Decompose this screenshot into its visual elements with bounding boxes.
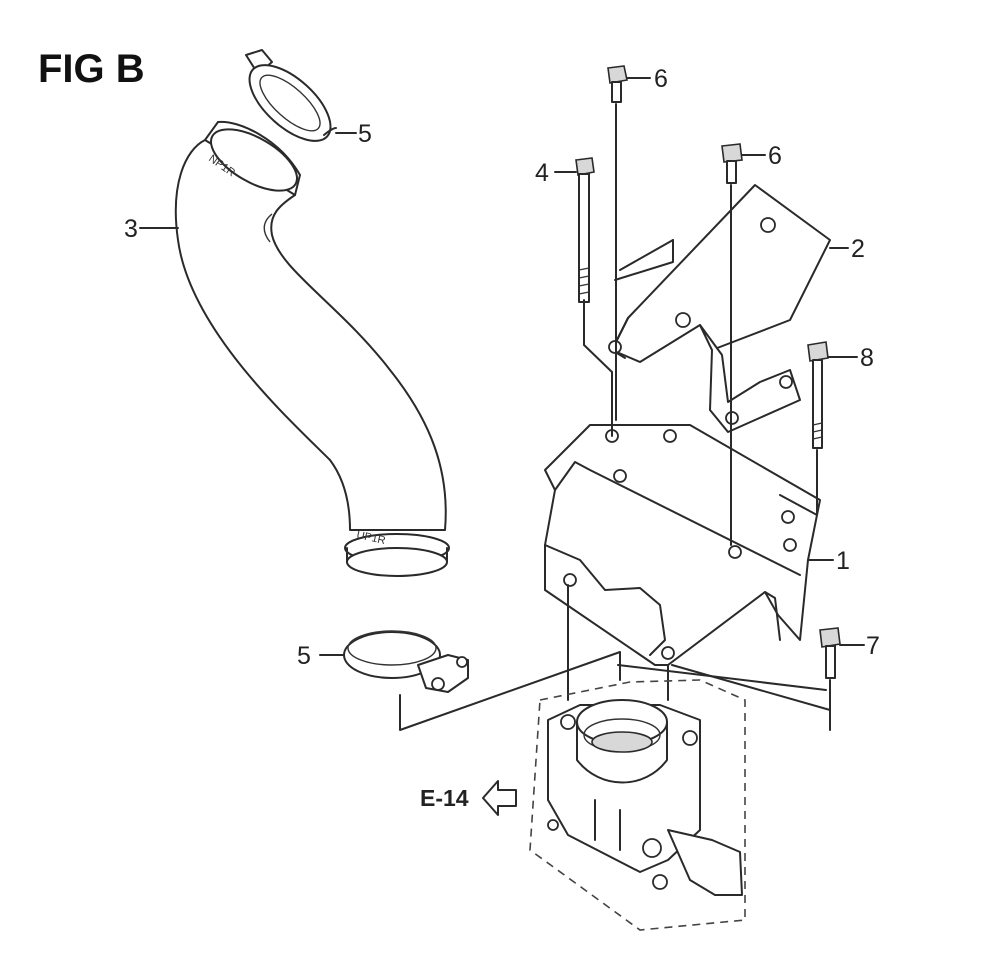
main-bracket [544, 424, 821, 666]
bolt-8 [807, 341, 829, 449]
figure-title: FIG B [38, 47, 145, 91]
reference-label-e14: E-14 [420, 785, 469, 811]
callout-6-right: 6 [768, 142, 782, 170]
callout-7: 7 [866, 632, 880, 660]
intake-hose: NP1R UP1R [174, 120, 450, 577]
callout-6-left: 6 [654, 65, 668, 93]
hose-clamp-top [245, 49, 337, 142]
callout-5-top: 5 [358, 120, 372, 148]
throttle-housing-reference [529, 679, 746, 931]
callout-4: 4 [535, 159, 549, 187]
assembly-lines [399, 103, 831, 731]
callout-3: 3 [124, 215, 138, 243]
hose-marking-bottom: UP1R [355, 529, 386, 547]
bolt-4 [575, 157, 595, 303]
callout-8: 8 [860, 344, 874, 372]
reference-arrow-e14: E-14 [420, 780, 517, 816]
callout-2: 2 [851, 235, 865, 263]
bolt-6-left [607, 65, 628, 103]
upper-bracket [608, 184, 831, 433]
bolt-6-right [721, 143, 743, 184]
callout-1: 1 [836, 547, 850, 575]
callout-leaders [139, 77, 865, 656]
bolt-7 [819, 627, 841, 679]
hose-clamp-bottom [343, 630, 469, 693]
callout-5-bottom: 5 [297, 642, 311, 670]
